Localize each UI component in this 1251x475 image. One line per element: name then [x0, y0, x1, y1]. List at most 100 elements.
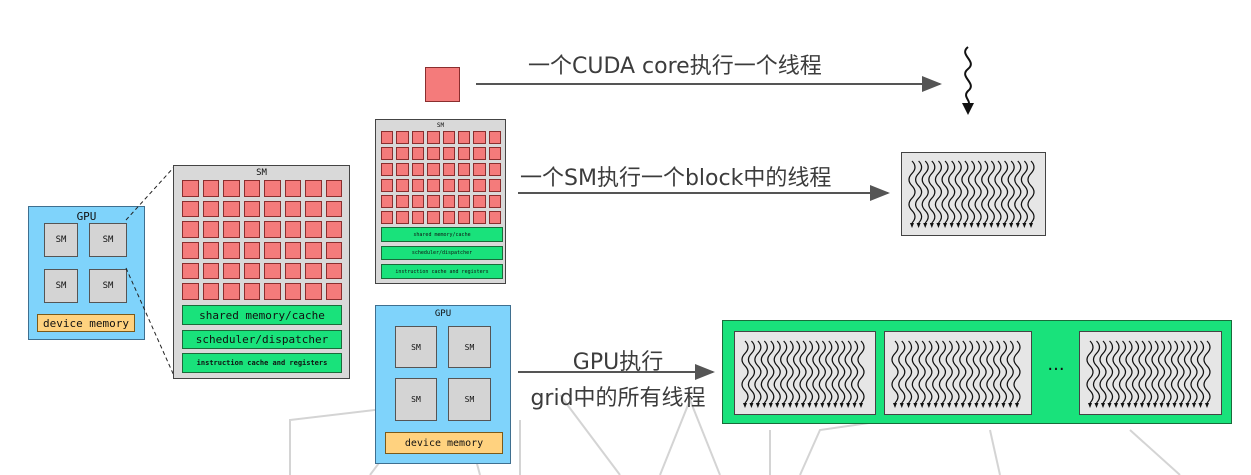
thread-line — [987, 160, 995, 224]
thread-arrowhead — [1133, 403, 1138, 408]
small-sm: SM shared memory/cache scheduler/dispatc… — [375, 119, 506, 284]
thread-arrowhead — [910, 223, 914, 228]
thread-arrowhead — [788, 403, 793, 408]
thread-line — [780, 340, 788, 404]
thread-line — [741, 340, 749, 404]
small-sm-cuda-core — [427, 211, 440, 224]
thread-line — [1138, 340, 1146, 404]
thread-line — [1151, 340, 1159, 404]
block-threads-icon — [908, 160, 1035, 228]
left-gpu-title: GPU — [76, 210, 97, 223]
caption-sm: 一个SM执行一个block中的线程 — [520, 166, 832, 191]
big-sm-cuda-core — [202, 180, 219, 197]
small-sm-core-grid — [381, 131, 501, 224]
thread-arrowhead — [1001, 403, 1006, 408]
big-sm-cuda-core — [305, 241, 322, 259]
thread-arrowhead — [926, 403, 931, 408]
thread-arrowhead — [1101, 403, 1105, 408]
small-sm-cuda-core — [488, 147, 501, 160]
thread-line — [1144, 340, 1153, 404]
thread-arrowhead — [969, 223, 974, 228]
thread-line — [850, 340, 859, 404]
small-sm-cuda-core — [488, 131, 501, 144]
big-sm-cuda-core — [243, 241, 260, 259]
thread-line — [911, 340, 919, 404]
big-sm-cuda-core — [284, 262, 301, 280]
thread-arrowhead — [906, 403, 911, 408]
thread-arrowhead — [976, 223, 981, 228]
thread-arrowhead — [762, 403, 767, 408]
thread-line — [965, 340, 974, 404]
single-thread-icon — [962, 46, 974, 115]
big-sm-cuda-core — [243, 180, 260, 197]
small-sm-shared-memory: shared memory/cache — [381, 227, 503, 242]
small-sm-cuda-core — [442, 131, 455, 144]
thread-arrowhead — [801, 403, 805, 408]
thread-arrowhead — [846, 403, 851, 408]
small-sm-scheduler: scheduler/dispatcher — [381, 246, 503, 260]
small-sm-cuda-core — [473, 179, 486, 192]
thread-arrowhead — [995, 223, 1000, 228]
small-sm-title: SM — [436, 122, 445, 129]
small-sm-cuda-core — [488, 195, 501, 208]
small-sm-cuda-core — [488, 211, 501, 224]
block-threads-box — [901, 152, 1046, 236]
thread-line — [773, 340, 781, 404]
left-gpu-sm-1: SM — [44, 223, 78, 257]
thread-arrowhead — [989, 223, 994, 228]
big-sm-cuda-core — [305, 180, 322, 197]
thread-arrowhead — [947, 403, 952, 408]
small-sm-cuda-core — [442, 163, 455, 176]
big-sm-cuda-core — [223, 283, 240, 300]
big-sm-cuda-core — [325, 200, 342, 218]
thread-line — [999, 340, 1008, 404]
big-sm-cuda-core — [202, 262, 219, 280]
thread-arrowhead — [1205, 403, 1209, 408]
thread-line — [1125, 340, 1133, 404]
big-sm-cuda-core — [305, 262, 322, 280]
thread-arrowhead — [794, 403, 799, 408]
big-sm-title: SM — [256, 168, 267, 178]
thread-arrowhead — [1009, 223, 1014, 228]
small-sm-cuda-core — [473, 211, 486, 224]
thread-line — [945, 340, 953, 404]
thread-line — [1006, 340, 1014, 404]
thread-arrowhead — [1146, 403, 1151, 408]
thread-line — [1092, 340, 1101, 404]
small-sm-cuda-core — [396, 147, 409, 160]
big-sm-cuda-core — [264, 221, 281, 238]
thread-arrowhead — [826, 403, 831, 408]
thread-line — [948, 160, 956, 224]
big-sm-cuda-core — [182, 283, 199, 300]
thread-arrowhead — [913, 403, 918, 408]
thread-arrowhead — [893, 403, 897, 408]
small-sm-cuda-core — [411, 131, 425, 144]
thread-line — [792, 340, 801, 404]
thread-line — [941, 160, 949, 224]
thread-arrowhead — [960, 403, 965, 408]
thread-line — [747, 340, 756, 404]
big-sm-cuda-core — [223, 241, 240, 259]
thread-arrowhead — [1015, 223, 1020, 228]
small-sm-cuda-core — [427, 179, 440, 192]
thread-line — [857, 340, 865, 404]
small-sm-cuda-core — [411, 179, 425, 192]
big-sm-cuda-core — [305, 283, 322, 300]
thread-line — [934, 160, 943, 224]
small-sm-cuda-core — [442, 147, 455, 160]
thread-line — [831, 340, 839, 404]
left-gpu-sm-4: SM — [89, 269, 127, 303]
thread-line — [754, 340, 762, 404]
caption-core: 一个CUDA core执行一个线程 — [528, 54, 822, 79]
big-sm-cuda-core — [243, 221, 260, 238]
big-sm-cuda-core — [243, 283, 260, 300]
big-sm-cuda-core — [182, 262, 199, 280]
small-sm-cuda-core — [457, 163, 471, 176]
thread-line — [760, 340, 768, 404]
thread-line — [981, 160, 989, 224]
thread-arrowhead — [1185, 403, 1190, 408]
thread-arrowhead — [956, 223, 961, 228]
big-sm-cuda-core — [202, 283, 219, 300]
